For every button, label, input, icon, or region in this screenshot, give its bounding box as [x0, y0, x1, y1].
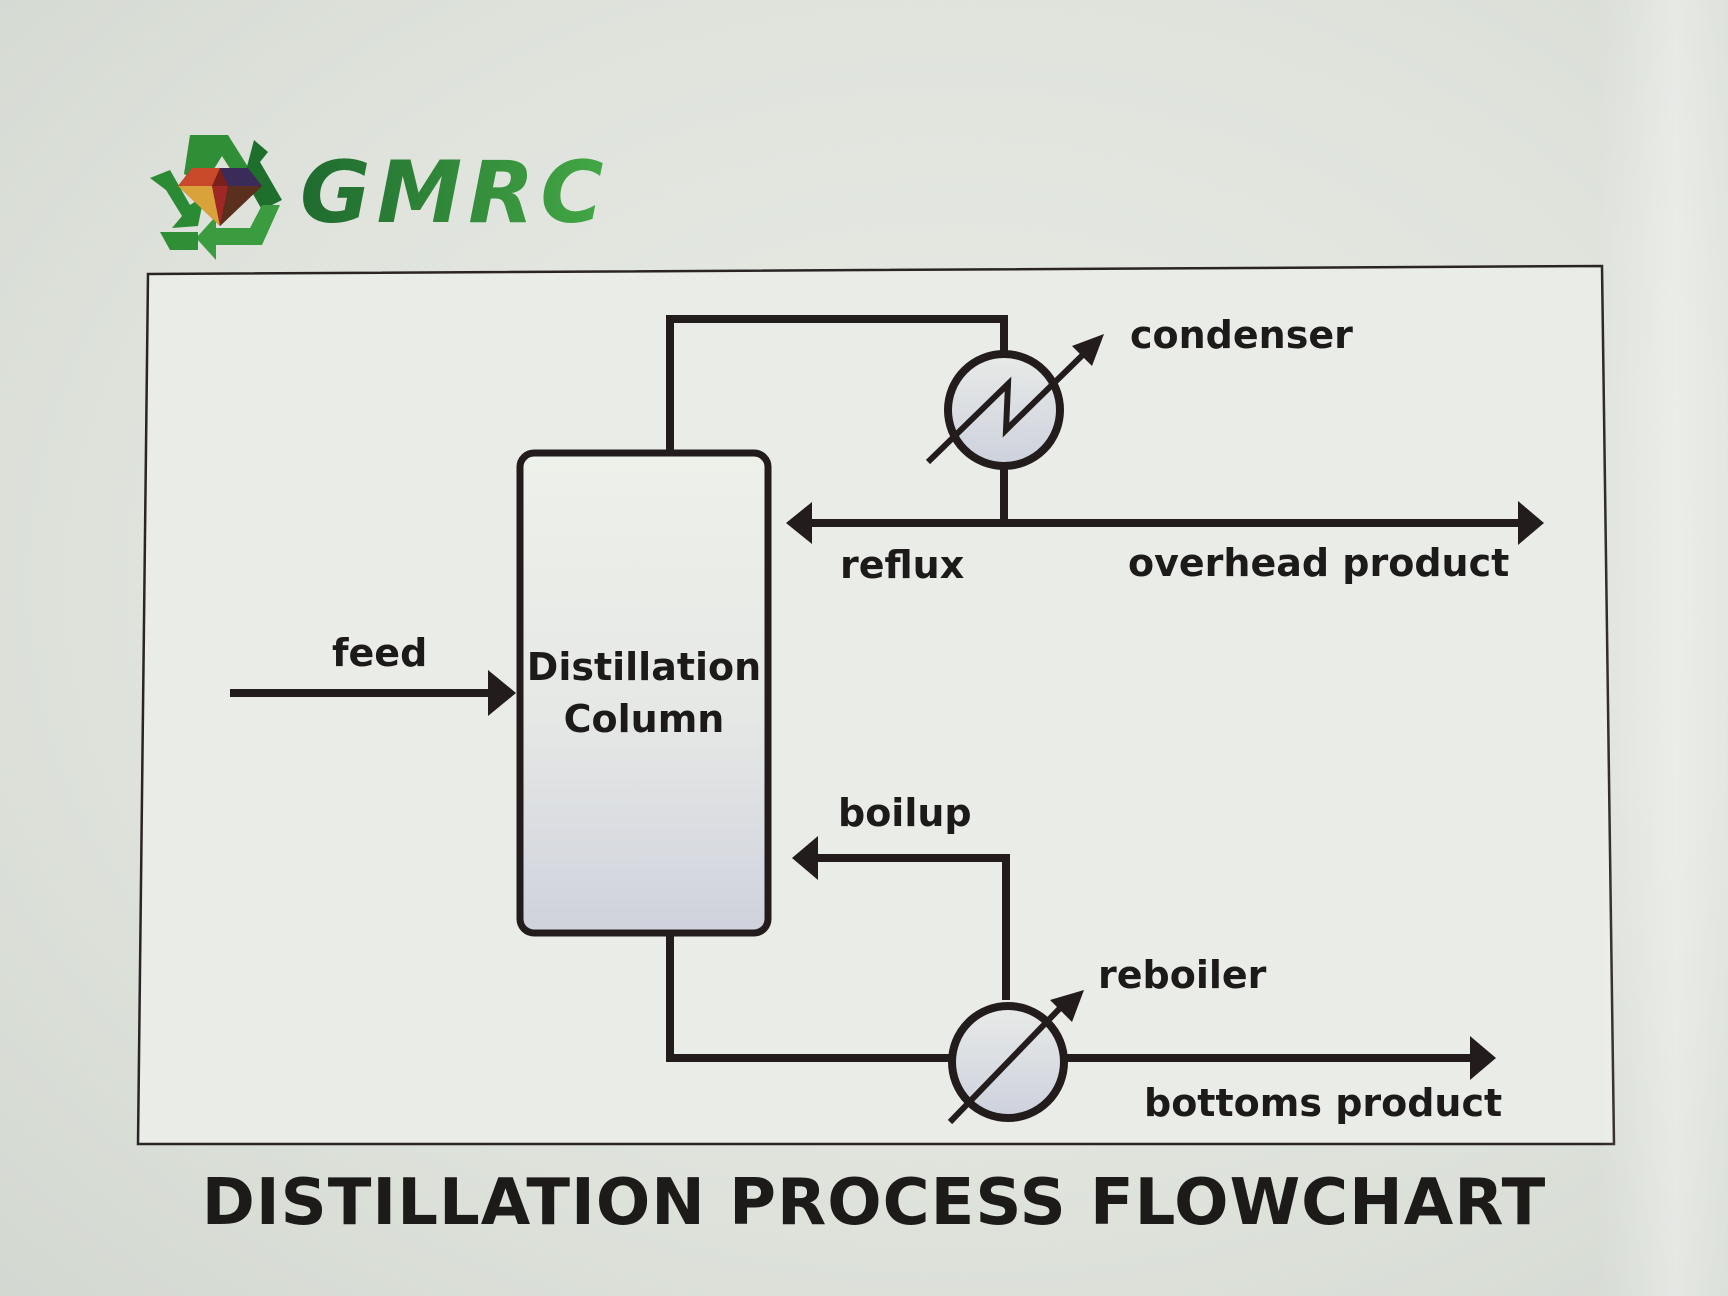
diagram: Distillation Column condenser reflux ove… [136, 264, 1616, 1146]
bottoms-line [666, 933, 950, 1062]
logo: GMRC [150, 135, 610, 260]
overhead-product-label: overhead product [1128, 541, 1509, 585]
condenser-coil [925, 337, 1101, 465]
feed-label: feed [332, 631, 427, 675]
boilup-label: boilup [838, 791, 972, 835]
feed-arrow-head [488, 670, 516, 716]
column-label-line1: Distillation [527, 645, 761, 689]
reboiler-label: reboiler [1098, 953, 1267, 997]
vapor-line [666, 315, 1008, 453]
condenser-arrow-head [1072, 334, 1104, 366]
reflux-arrow-head [786, 502, 812, 544]
reboiler-arrow-head [1050, 990, 1084, 1022]
page-title: DISTILLATION PROCESS FLOWCHART [202, 1166, 1547, 1240]
bottoms-product-label: bottoms product [1144, 1081, 1502, 1125]
logo-text: GMRC [300, 143, 610, 243]
reflux-label: reflux [840, 543, 964, 587]
boilup-line [818, 854, 1010, 1000]
condenser-label: condenser [1130, 313, 1353, 357]
reboiler-tube [947, 1001, 1067, 1125]
overhead-arrow-head [1518, 501, 1544, 545]
diagram-frame [136, 264, 1616, 1146]
recycle-diamond-icon [150, 135, 282, 260]
column-label-line2: Column [564, 697, 725, 741]
boilup-arrow-head [792, 836, 818, 880]
bottoms-arrow-head [1470, 1036, 1496, 1080]
distillation-column [516, 449, 772, 937]
condenser [925, 334, 1104, 470]
